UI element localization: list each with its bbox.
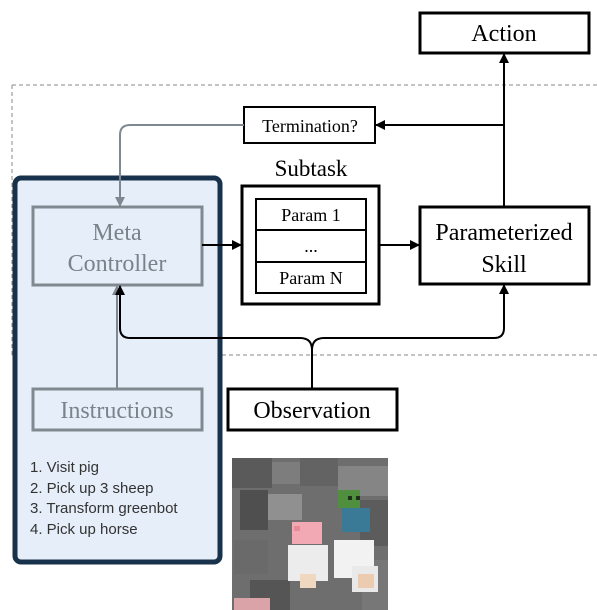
arrow-skill-to-termination [375, 120, 505, 135]
instructions-box [31, 387, 204, 432]
subtask-title: Subtask [275, 156, 348, 181]
action-box [418, 11, 591, 55]
parameterized-skill-box [418, 205, 591, 286]
arrow-observation-left-split [119, 327, 313, 351]
arrow-observation-up [311, 337, 325, 389]
param-n-label: Param N [279, 268, 342, 288]
observation-box [226, 387, 399, 432]
instruction-item: 1. Visit pig [30, 459, 99, 476]
skill-line1: Parameterized [435, 220, 572, 246]
action-label: Action [471, 21, 536, 47]
meta-controller-line1: Meta [92, 220, 142, 246]
meta-controller-box [31, 205, 204, 287]
instruction-item: 3. Transform greenbot [30, 500, 178, 517]
skill-line2: Skill [481, 252, 527, 278]
arrow-observation-to-skill [324, 284, 509, 339]
param-1-label: Param 1 [281, 205, 340, 225]
termination-box [243, 106, 376, 144]
instruction-item: 2. Pick up 3 sheep [30, 480, 153, 497]
meta-controller-line2: Controller [68, 251, 167, 277]
subtask-inner-box [255, 198, 367, 294]
instructions-label: Instructions [60, 398, 173, 424]
param-ellipsis-label: ... [304, 236, 318, 256]
termination-label: Termination? [262, 116, 358, 136]
minecraft-scene-image [232, 458, 388, 610]
arrow-termination-to-meta [115, 124, 244, 207]
observation-label: Observation [253, 398, 370, 424]
instruction-item: 4. Pick up horse [30, 521, 138, 538]
